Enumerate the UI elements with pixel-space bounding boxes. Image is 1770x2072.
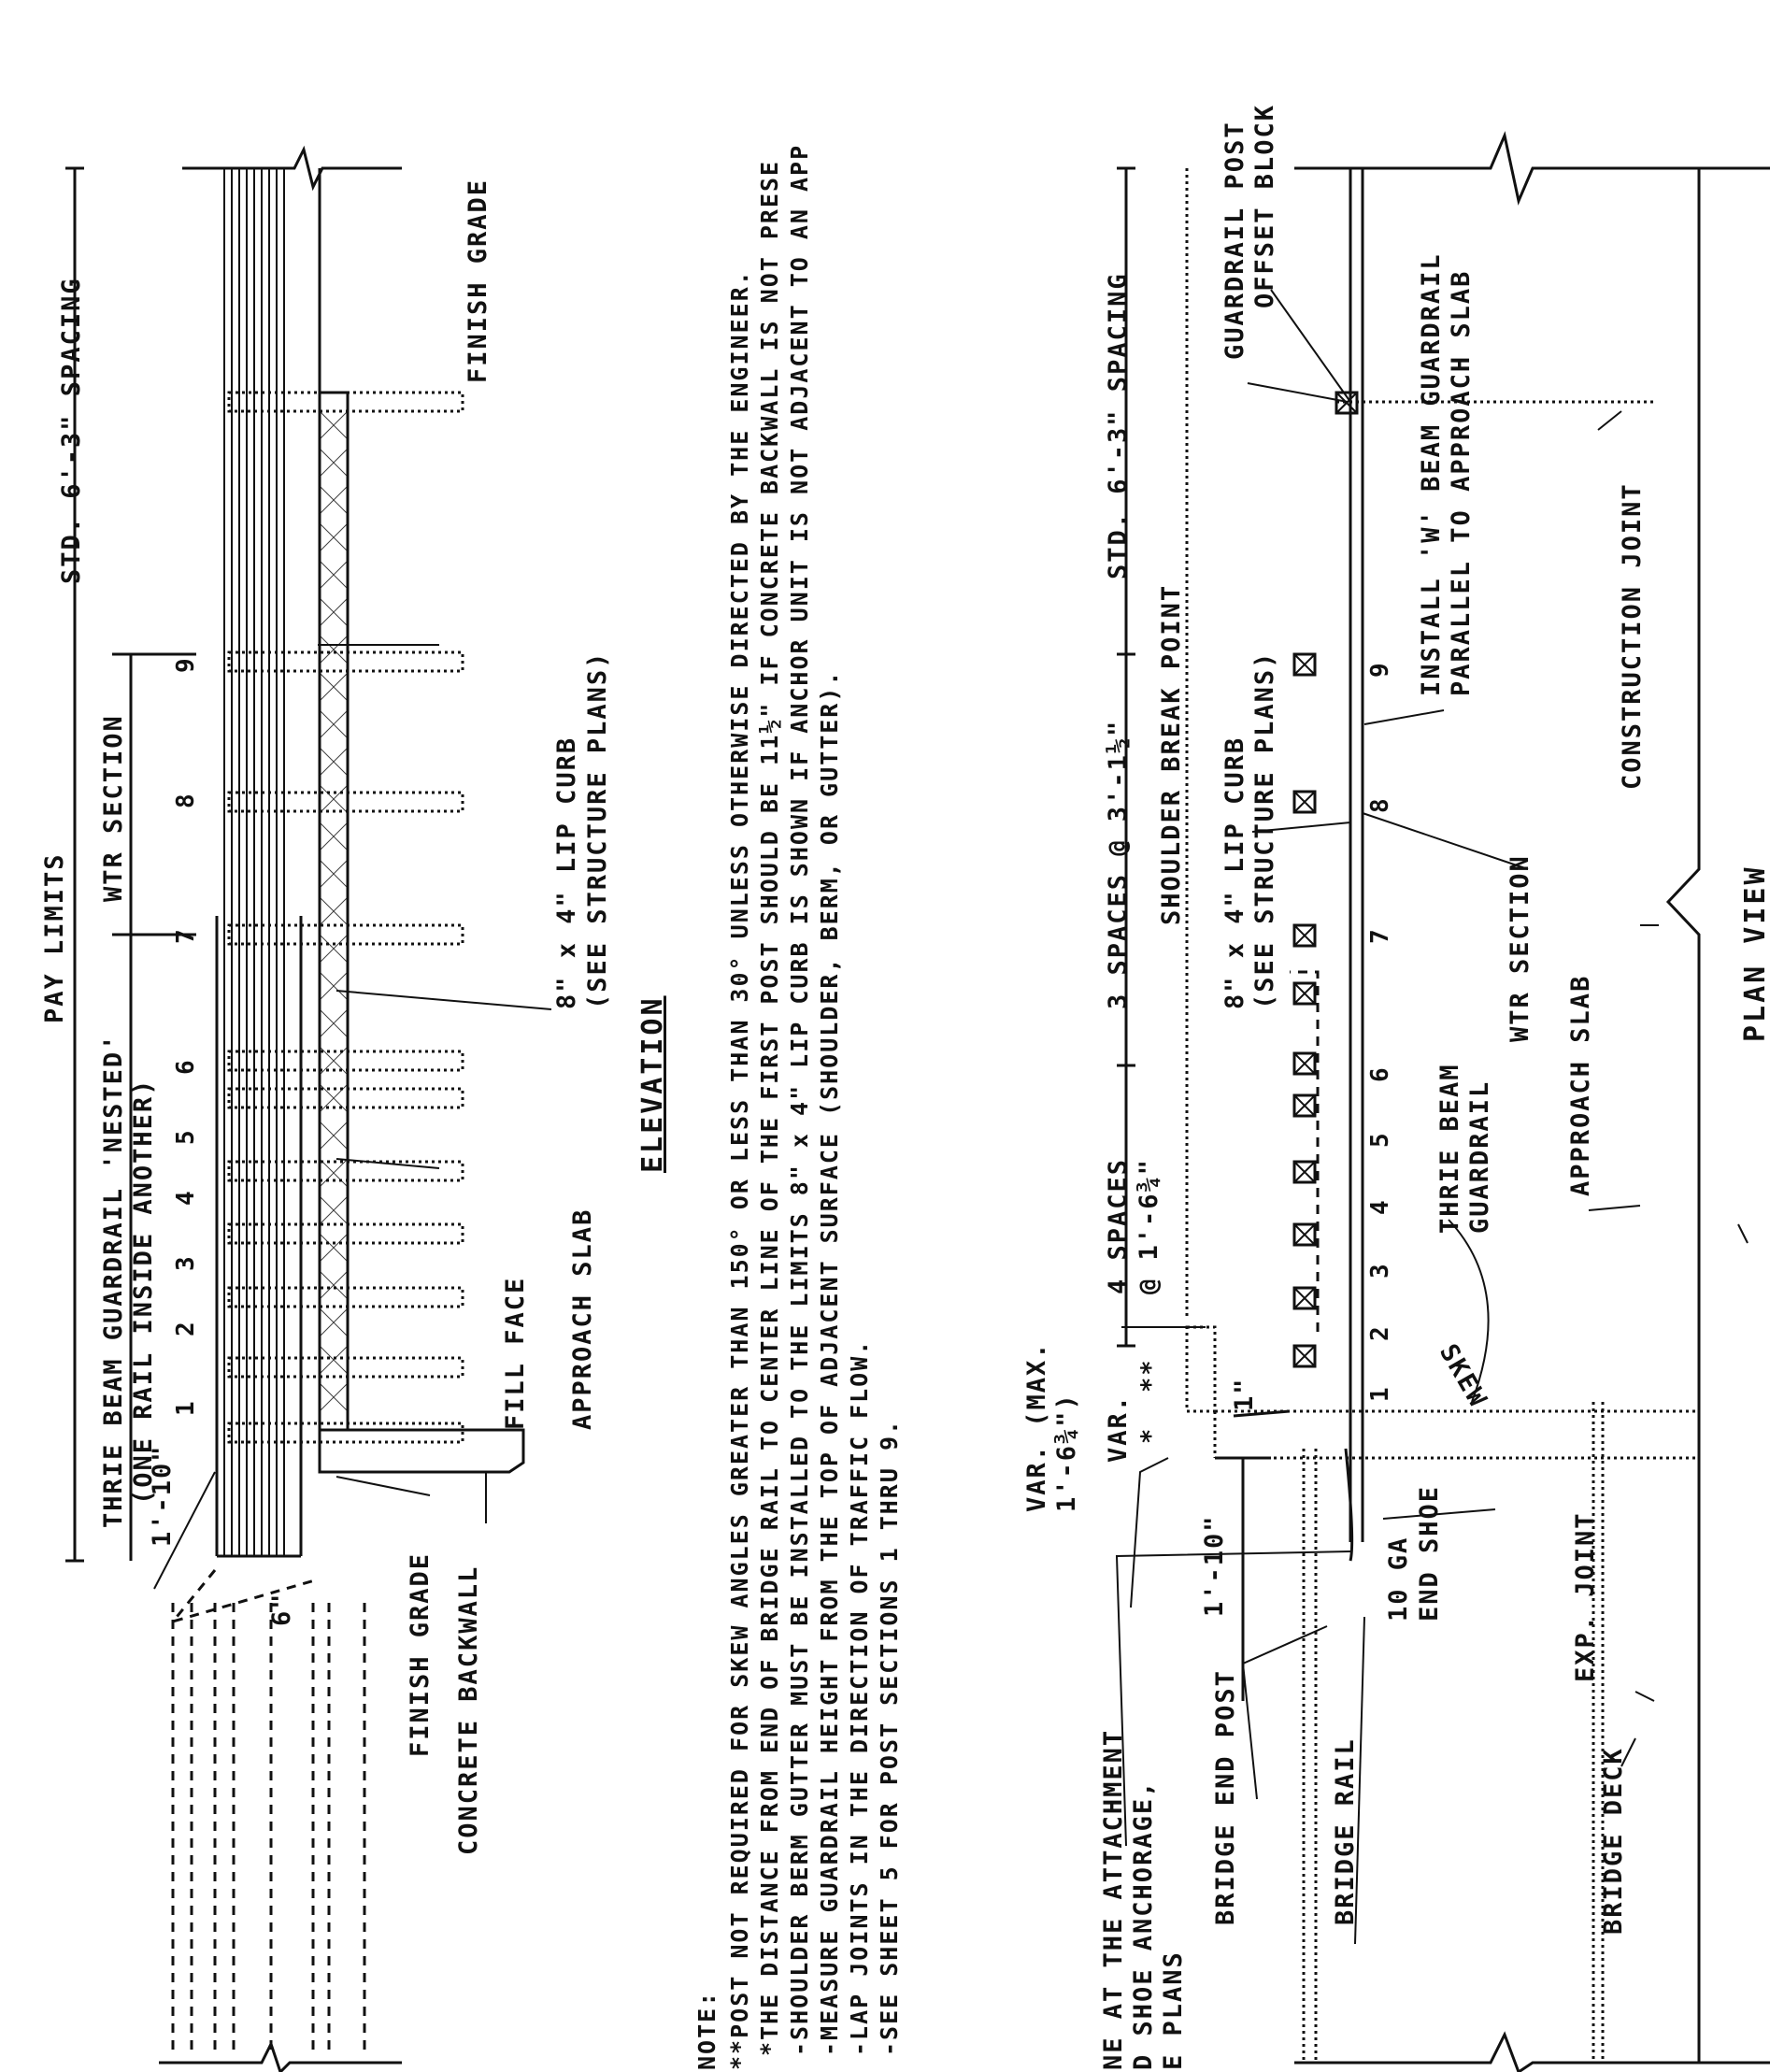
elev-posts <box>227 391 464 1444</box>
plan-dim-1: 1" <box>1230 1377 1259 1411</box>
plan-var-max-sub: 1'-6¾") <box>1052 1393 1081 1512</box>
approach-slab-label: APPROACH SLAB <box>568 1208 597 1430</box>
plan-wtr-section: WTR SECTION <box>1506 854 1534 1042</box>
plan-post-1: 1 <box>1366 1387 1394 1402</box>
thrie-nested-sub: (ONE RAIL INSIDE ANOTHER) <box>129 1079 158 1505</box>
plan-post-2: 2 <box>1366 1326 1394 1341</box>
plan-approach-slab: APPROACH SLAB <box>1566 975 1595 1196</box>
plan-three-spaces: 3 SPACES @ 3'-1½" <box>1104 720 1133 1009</box>
plan-view: 1 2 3 4 5 6 7 8 9 STD. 6'-3" SPACING 3 S… <box>1022 104 1770 2072</box>
plan-dashed-curb <box>1290 970 1320 1332</box>
elev-post-9: 9 <box>172 658 200 673</box>
elev-post-3: 3 <box>172 1256 200 1271</box>
elev-post-numbers: 1 2 3 4 5 6 7 8 9 <box>172 658 200 1416</box>
plan-post-9: 9 <box>1366 663 1394 678</box>
plan-bridge-deck: BRIDGE DECK <box>1599 1747 1628 1935</box>
pay-limits-label: PAY LIMITS <box>40 852 69 1023</box>
elev-post-4: 4 <box>172 1191 200 1206</box>
fill-face-label: FILL FACE <box>501 1277 530 1430</box>
plan-thrie: THRIE BEAM <box>1435 1063 1464 1234</box>
note-line-2: *THE DISTANCE FROM END OF BRIDGE RAIL TO… <box>756 160 783 2056</box>
plan-bottom-break <box>1294 2031 1770 2072</box>
plan-post-3: 3 <box>1366 1264 1394 1279</box>
plan-construction-joint: CONSTRUCTION JOINT <box>1618 482 1647 790</box>
plan-post-7: 7 <box>1366 929 1394 944</box>
plan-lip-curb-sub: (SEE STRUCTURE PLANS) <box>1250 651 1279 1009</box>
elev-post-1: 1 <box>172 1401 200 1416</box>
dim-1-10: 1'-10" <box>148 1444 177 1547</box>
notes-block: NOTE: **POST NOT REQUIRED FOR SKEW ANGLE… <box>693 144 903 2070</box>
std-spacing-label: STD. 6'-3" SPACING <box>57 277 86 584</box>
lip-curb-label: 8" x 4" LIP CURB <box>552 736 581 1009</box>
elevation-title: ELEVATION <box>636 995 669 1173</box>
elev-post-7: 7 <box>172 929 200 944</box>
plan-skew: SKEW <box>1434 1339 1492 1413</box>
plan-std-spacing: STD. 6'-3" SPACING <box>1104 272 1133 579</box>
plan-end-shoe-sub: END SHOE <box>1415 1485 1444 1622</box>
elev-bottom-break <box>159 2040 402 2072</box>
elev-post-8: 8 <box>172 793 200 808</box>
plan-lip-curb: 8" x 4" LIP CURB <box>1220 736 1249 1009</box>
plan-attach-2: D SHOE ANCHORAGE, <box>1129 1780 1158 2070</box>
note-line-6: -SEE SHEET 5 FOR POST SECTIONS 1 THRU 9. <box>876 1419 903 2056</box>
plan-post-4: 4 <box>1366 1200 1394 1215</box>
plan-post-numbers: 1 2 3 4 5 6 7 8 9 <box>1366 663 1394 1402</box>
lip-curb-sub: (SEE STRUCTURE PLANS) <box>583 651 612 1009</box>
plan-exp-joint: EXP. JOINT <box>1571 1511 1600 1682</box>
elev-bridge-posts <box>168 1569 366 2056</box>
plan-post-6: 6 <box>1366 1067 1394 1082</box>
plan-offset-block: OFFSET BLOCK <box>1250 104 1279 308</box>
plan-dstar: ** <box>1136 1358 1165 1393</box>
concrete-backwall-label: CONCRETE BACKWALL <box>454 1565 483 1855</box>
finish-grade-bottom: FINISH GRADE <box>406 1552 435 1757</box>
plan-attach-1: NE AT THE ATTACHMENT <box>1099 1729 1128 2070</box>
plan-post-8: 8 <box>1366 798 1394 813</box>
note-line-5: -LAP JOINTS IN THE DIRECTION OF TRAFFIC … <box>846 1339 873 2056</box>
plan-var: VAR. <box>1104 1394 1133 1463</box>
note-line-1: **POST NOT REQUIRED FOR SKEW ANGLES GREA… <box>726 269 753 2070</box>
plan-bridge-rail: BRIDGE RAIL <box>1331 1737 1360 1925</box>
elevation-view: 1 2 3 4 5 6 7 8 9 PAY LIMITS STD. 6'-3" … <box>40 145 669 2072</box>
plan-thrie-sub: GUARDRAIL <box>1465 1080 1494 1234</box>
plan-post-boxes <box>1292 391 1359 1368</box>
plan-var-max: VAR. (MAX. <box>1022 1341 1051 1512</box>
plan-four-spaces-sub: @ 1'-6¾" <box>1135 1158 1163 1294</box>
plan-top-break <box>1294 131 1770 206</box>
thrie-nested-label: THRIE BEAM GUARDRAIL 'NESTED' <box>99 1034 128 1528</box>
plan-view-title: PLAN VIEW <box>1739 865 1770 1042</box>
plan-attach-3: E PLANS <box>1159 1951 1188 2070</box>
elev-post-2: 2 <box>172 1322 200 1336</box>
wtr-section-label: WTR SECTION <box>99 714 128 902</box>
plan-four-spaces: 4 SPACES <box>1104 1158 1133 1294</box>
plan-star: * <box>1136 1427 1165 1444</box>
plan-bridge-end-post: BRIDGE END POST <box>1211 1669 1240 1925</box>
finish-grade-top: FINISH GRADE <box>464 179 492 383</box>
concrete-backwall <box>318 1428 525 1474</box>
plan-install-w: INSTALL 'W' BEAM GUARDRAIL <box>1417 252 1446 696</box>
elev-top-break <box>182 145 402 192</box>
plan-dim-1-10: 1'-10" <box>1200 1514 1229 1617</box>
plan-install-w-sub: PARALLEL TO APPROACH SLAB <box>1447 270 1476 696</box>
elev-post-6: 6 <box>172 1060 200 1075</box>
notes-heading: NOTE: <box>693 1991 721 2070</box>
note-line-3: -SHOULDER BERM GUTTER MUST BE INSTALLED … <box>786 144 813 2056</box>
rail-bundle <box>215 168 303 1558</box>
elev-post-5: 5 <box>172 1130 200 1145</box>
dim-6: 6" <box>267 1592 296 1626</box>
plan-shoulder-break: SHOULDER BREAK POINT <box>1157 584 1186 925</box>
note-line-4: -MEASURE GUARDRAIL HEIGHT FROM THE TOP O… <box>816 670 843 2056</box>
plan-right-edge <box>1665 168 1701 2063</box>
plan-guardrail-post: GUARDRAIL POST <box>1220 121 1249 360</box>
plan-post-5: 5 <box>1366 1133 1394 1148</box>
plan-end-shoe: 10 GA <box>1384 1536 1413 1622</box>
